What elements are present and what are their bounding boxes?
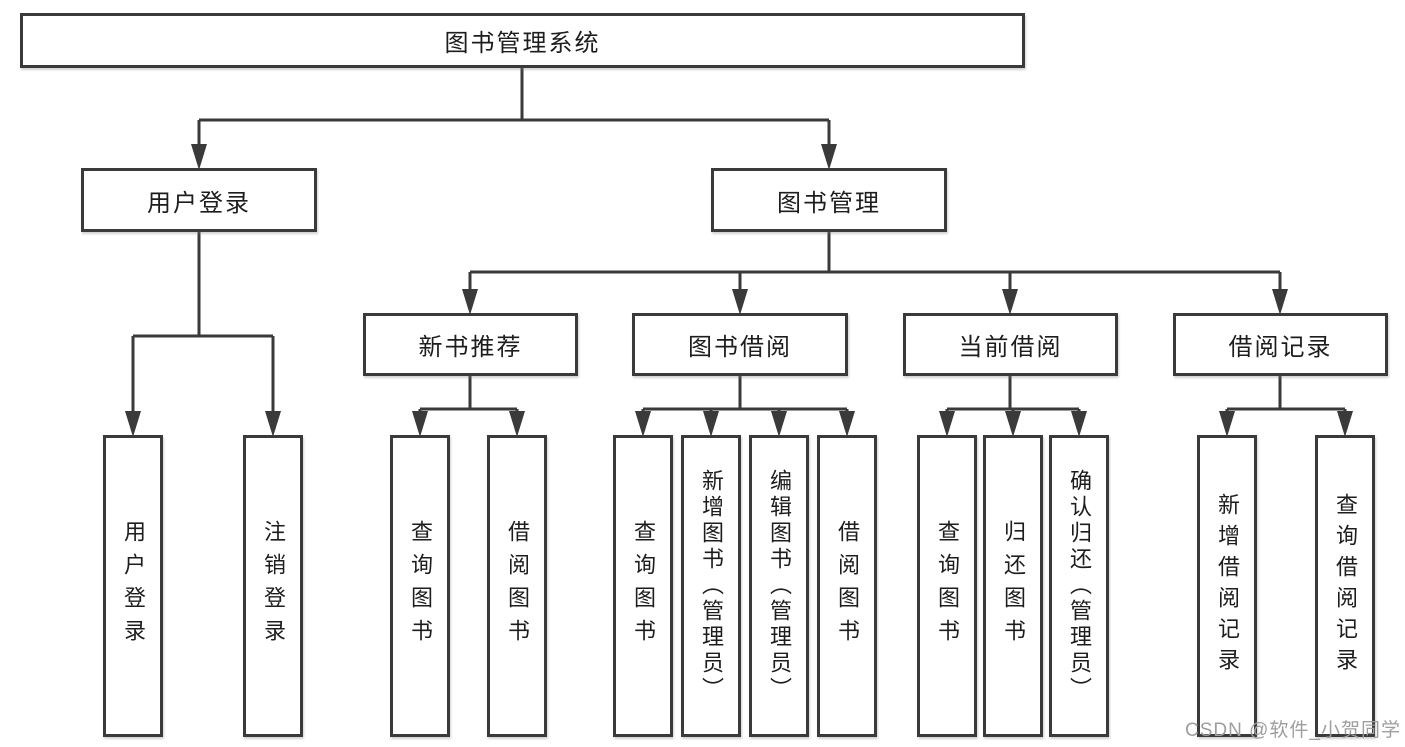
node-new-book-recommend: 新书推荐 bbox=[363, 313, 578, 376]
node-root-system-label: 图书管理系统 bbox=[444, 30, 601, 57]
leaf-query-book-borrow: 查询图书 bbox=[613, 435, 673, 737]
leaf-query-borrow-record-label: 查询借阅记录 bbox=[1333, 493, 1358, 679]
node-user-login-group-label: 用户登录 bbox=[147, 189, 251, 217]
leaf-borrow-book: 借阅图书 bbox=[817, 435, 877, 737]
node-book-management: 图书管理 bbox=[711, 168, 947, 232]
leaf-query-book-recommend-label: 查询图书 bbox=[408, 520, 433, 652]
leaf-query-book-recommend: 查询图书 bbox=[390, 435, 450, 737]
node-book-management-label: 图书管理 bbox=[777, 189, 881, 217]
node-user-login-group: 用户登录 bbox=[81, 168, 317, 232]
leaf-return-book: 归还图书 bbox=[983, 435, 1043, 737]
node-root-system: 图书管理系统 bbox=[20, 13, 1025, 68]
leaf-add-book-admin: 新增图书（管理员） bbox=[681, 435, 741, 737]
node-current-borrowing-label: 当前借阅 bbox=[958, 334, 1063, 361]
connector-segments bbox=[131, 68, 1347, 414]
leaf-query-borrow-record: 查询借阅记录 bbox=[1315, 435, 1375, 737]
leaf-borrow-book-recommend-label: 借阅图书 bbox=[505, 520, 530, 652]
leaf-query-book-borrow-label: 查询图书 bbox=[631, 520, 656, 652]
csdn-watermark: CSDN @软件_小贺同学 bbox=[1185, 720, 1401, 741]
node-current-borrowing: 当前借阅 bbox=[903, 313, 1118, 376]
arrowheads bbox=[125, 144, 1353, 437]
leaf-borrow-book-label: 借阅图书 bbox=[835, 520, 860, 652]
node-new-book-recommend-label: 新书推荐 bbox=[418, 334, 523, 361]
leaf-logout-label: 注销登录 bbox=[261, 520, 286, 652]
leaf-query-book-current: 查询图书 bbox=[917, 435, 977, 737]
leaf-query-book-current-label: 查询图书 bbox=[935, 520, 960, 652]
node-book-borrowing: 图书借阅 bbox=[632, 313, 848, 376]
leaf-edit-book-admin-label: 编辑图书（管理员） bbox=[767, 469, 792, 703]
node-borrowing-records: 借阅记录 bbox=[1173, 313, 1388, 376]
leaf-logout: 注销登录 bbox=[243, 435, 303, 737]
leaf-user-login: 用户登录 bbox=[103, 435, 163, 737]
node-book-borrowing-label: 图书借阅 bbox=[688, 334, 792, 361]
leaf-confirm-return-admin: 确认归还（管理员） bbox=[1049, 435, 1109, 737]
node-borrowing-records-label: 借阅记录 bbox=[1228, 334, 1333, 361]
leaf-return-book-label: 归还图书 bbox=[1001, 520, 1026, 652]
leaf-add-borrow-record-label: 新增借阅记录 bbox=[1215, 493, 1240, 679]
leaf-edit-book-admin: 编辑图书（管理员） bbox=[749, 435, 809, 737]
leaf-confirm-return-admin-label: 确认归还（管理员） bbox=[1067, 469, 1092, 703]
leaf-borrow-book-recommend: 借阅图书 bbox=[487, 435, 547, 737]
leaf-add-book-admin-label: 新增图书（管理员） bbox=[699, 469, 724, 703]
leaf-add-borrow-record: 新增借阅记录 bbox=[1197, 435, 1257, 737]
leaf-user-login-label: 用户登录 bbox=[121, 520, 146, 652]
